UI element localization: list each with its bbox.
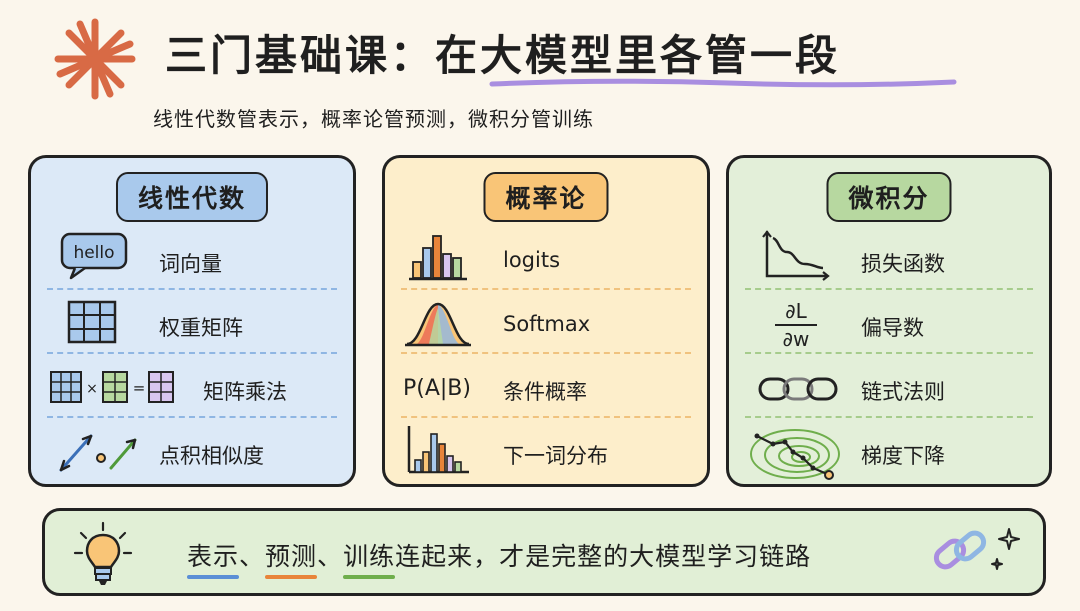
divider	[401, 352, 691, 354]
lightbulb-icon	[73, 521, 133, 585]
label-softmax: Softmax	[503, 312, 591, 336]
label-logits: logits	[503, 248, 561, 272]
panel-title-calculus: 微积分	[826, 172, 952, 222]
divider	[47, 352, 337, 354]
divider	[745, 416, 1033, 418]
vectors-dot-icon	[59, 434, 137, 472]
keyword-training: 训练	[343, 537, 396, 579]
title-part1: 三门基础课：	[165, 31, 436, 80]
list-item-softmax: Softmax	[385, 294, 707, 358]
label-chain-rule: 链式法则	[861, 380, 945, 404]
panel-linear-algebra: 线性代数 hello 词向量 权重矩阵 × =	[28, 155, 356, 487]
list-item-next-token-distribution: 下一词分布	[385, 422, 707, 486]
panel-title-probability: 概率论	[483, 172, 609, 222]
list-item-dot-similarity: 点积相似度	[31, 422, 353, 486]
keyword-prediction: 预测	[265, 537, 318, 579]
panel-probability: 概率论 logits Softmax P(A|B) 条件概率	[382, 155, 710, 487]
bell-curve-icon	[405, 302, 471, 347]
list-item-gradient-descent: 梯度下降	[729, 422, 1049, 486]
divider	[745, 288, 1033, 290]
label-partial-derivative: 偏导数	[861, 316, 924, 340]
divider	[47, 288, 337, 290]
divider	[745, 352, 1033, 354]
list-item-partial-derivative: ∂L ∂w 偏导数	[729, 294, 1049, 358]
loss-curve-icon	[762, 230, 830, 281]
list-item-word-vector: hello 词向量	[31, 230, 353, 294]
svg-text:∂w: ∂w	[783, 327, 810, 351]
chain-sparkle-icon	[933, 528, 1020, 570]
hello-speech-bubble-icon: hello	[60, 232, 128, 280]
label-word-vector: 词向量	[159, 252, 222, 276]
page-title: 三门基础课：在大模型里各管一段	[165, 22, 840, 83]
conditional-formula-icon: P(A|B)	[403, 376, 471, 401]
list-item-loss-function: 损失函数	[729, 230, 1049, 294]
chain-links-icon	[758, 377, 838, 401]
label-gradient-descent: 梯度下降	[861, 444, 945, 468]
divider	[47, 416, 337, 418]
svg-text:hello: hello	[73, 243, 114, 263]
distribution-chart-icon	[407, 426, 469, 474]
label-matrix-multiply: 矩阵乘法	[203, 380, 287, 404]
grid-matrix-icon	[67, 300, 117, 344]
summary-rest: 连起来，才是完整的大模型学习链路	[395, 542, 812, 571]
panel-calculus: 微积分 损失函数 ∂L ∂w 偏导数 链式法则	[726, 155, 1052, 487]
summary-banner: 表示、预测、训练连起来，才是完整的大模型学习链路	[42, 508, 1046, 596]
matrix-multiply-icon: × =	[50, 371, 174, 403]
contour-descent-icon	[750, 429, 840, 480]
subtitle: 线性代数管表示，概率论管预测，微积分管训练	[153, 107, 594, 131]
title-part2: 在大模型里各管一段	[435, 31, 841, 80]
label-conditional-probability: 条件概率	[503, 380, 587, 404]
svg-text:×: ×	[86, 381, 98, 397]
divider	[401, 416, 691, 418]
list-item-logits: logits	[385, 230, 707, 294]
svg-text:=: =	[133, 379, 146, 397]
list-item-weight-matrix: 权重矩阵	[31, 294, 353, 358]
list-item-matrix-multiply: × = 矩阵乘法	[31, 358, 353, 422]
sun-icon	[54, 18, 136, 100]
bar-chart-icon	[409, 235, 467, 281]
title-underline	[489, 78, 957, 88]
summary-text: 表示、预测、训练连起来，才是完整的大模型学习链路	[187, 537, 812, 579]
keyword-representation: 表示	[187, 537, 240, 579]
label-weight-matrix: 权重矩阵	[159, 316, 243, 340]
divider	[401, 288, 691, 290]
label-next-token-distribution: 下一词分布	[503, 444, 608, 468]
label-dot-similarity: 点积相似度	[159, 444, 264, 468]
partial-derivative-icon: ∂L ∂w	[775, 299, 817, 351]
list-item-conditional-probability: P(A|B) 条件概率	[385, 358, 707, 422]
label-loss-function: 损失函数	[861, 252, 945, 276]
panel-title-linear-algebra: 线性代数	[115, 172, 269, 222]
svg-text:∂L: ∂L	[785, 299, 807, 323]
list-item-chain-rule: 链式法则	[729, 358, 1049, 422]
